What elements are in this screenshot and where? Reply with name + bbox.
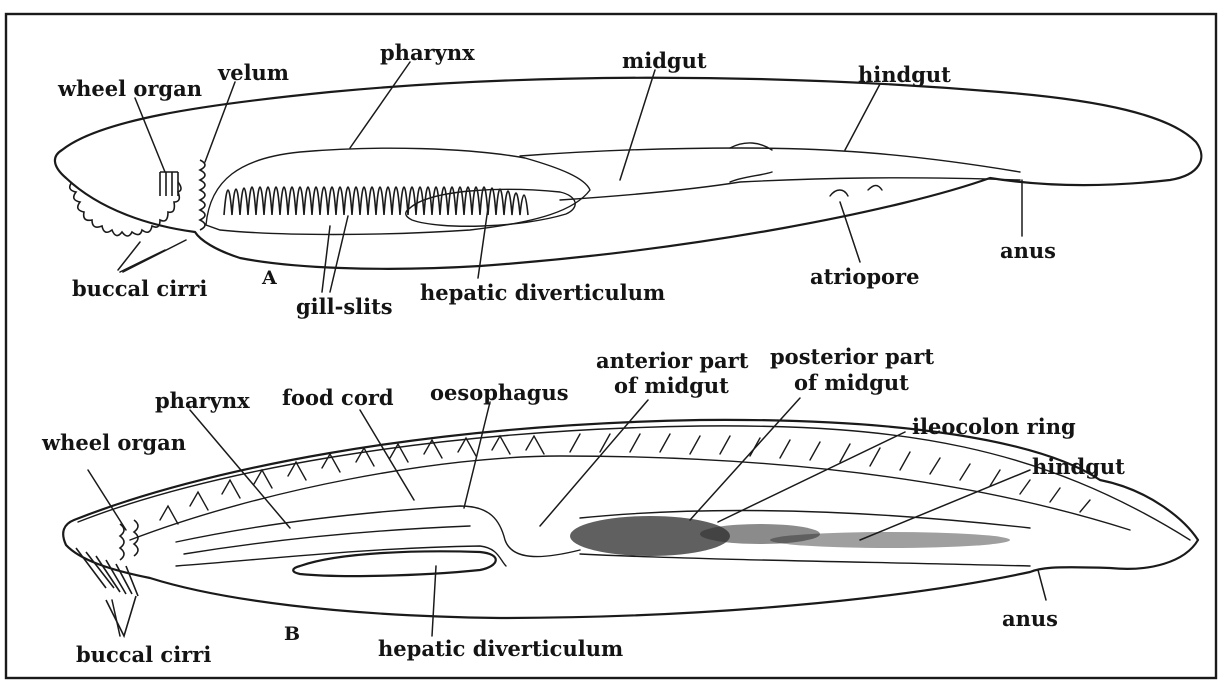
panel-a: wheel organ velum pharynx midgut hindgut… (55, 40, 1201, 319)
label-b-oesophagus: oesophagus (430, 380, 569, 405)
label-a-velum: velum (217, 60, 289, 85)
label-b-posterior-line1: posterior part (770, 344, 934, 369)
panel-a-velum (200, 160, 205, 230)
leader-b-buccal-cirri (112, 600, 120, 636)
panel-a-buccal-cirri (70, 182, 181, 236)
label-a-gill-slits: gill-slits (296, 294, 393, 319)
label-b-anus: anus (1002, 606, 1058, 631)
panel-a-wheel-organ (160, 172, 178, 196)
leader-b-hepatic (432, 566, 436, 636)
leader-b-anus (1038, 570, 1046, 600)
label-b-buccal-cirri: buccal cirri (76, 642, 211, 667)
panel-b-food-cord (184, 526, 470, 554)
leader-a-pharynx (350, 62, 410, 148)
leader-a-gill-slits-2 (322, 226, 330, 292)
label-b-pharynx: pharynx (155, 388, 250, 413)
leader-a-velum (205, 82, 235, 162)
leader-b-oesophagus (464, 402, 490, 508)
label-b-food-cord: food cord (282, 385, 394, 410)
panel-a-label: A (261, 267, 277, 289)
label-a-anus: anus (1000, 238, 1056, 263)
label-a-atriopore: atriopore (810, 264, 919, 289)
panel-b-hepatic-diverticulum (293, 551, 496, 576)
leader-a-atriopore (840, 202, 860, 262)
label-b-anterior-line2: of midgut (614, 373, 729, 398)
label-a-buccal-cirri: buccal cirri (72, 276, 207, 301)
leader-b-anterior (540, 400, 648, 526)
panel-b-myotomes (160, 434, 1090, 524)
panel-b-buccal-cirri (76, 548, 138, 636)
panel-b-pharynx-tube (176, 506, 580, 566)
leader-a-wheel-organ (135, 98, 165, 172)
panel-b: wheel organ pharynx food cord oesophagus… (41, 344, 1198, 667)
leader-b-pharynx (190, 410, 290, 528)
panel-a-gill-slits (224, 187, 528, 215)
panel-a-atriopore-opening (830, 186, 882, 197)
label-a-hindgut: hindgut (858, 62, 951, 87)
label-b-hindgut: hindgut (1032, 454, 1125, 479)
label-b-anterior-line1: anterior part (596, 348, 749, 373)
leader-a-gill-slits-1 (330, 216, 348, 292)
leader-b-posterior (690, 398, 800, 520)
panel-b-midgut-stipple (570, 516, 1010, 556)
leader-b-wheel-organ (88, 470, 126, 530)
label-b-wheel-organ: wheel organ (41, 430, 186, 455)
leader-a-hepatic (478, 208, 488, 278)
figure-border (6, 14, 1216, 678)
label-a-hepatic-diverticulum: hepatic diverticulum (420, 280, 665, 305)
leader-a-midgut (620, 70, 655, 180)
label-b-ileocolon-ring: ileocolon ring (912, 414, 1076, 439)
leader-a-buccal-3 (123, 240, 186, 272)
leader-b-hindgut (860, 470, 1030, 540)
label-b-posterior-line2: of midgut (794, 370, 909, 395)
label-b-hepatic-diverticulum: hepatic diverticulum (378, 636, 623, 661)
label-a-pharynx: pharynx (380, 40, 475, 65)
panel-b-label: B (284, 623, 300, 645)
label-a-wheel-organ: wheel organ (57, 76, 202, 101)
leader-a-hindgut (845, 84, 880, 150)
label-a-midgut: midgut (622, 48, 707, 73)
leader-b-ileocolon (718, 432, 905, 522)
